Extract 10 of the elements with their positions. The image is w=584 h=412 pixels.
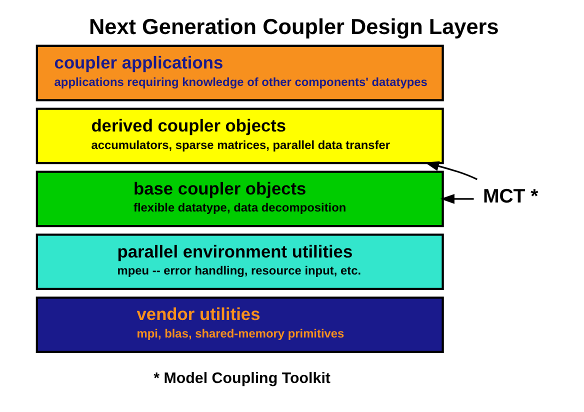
label: * Model Coupling Toolkit — [153, 370, 330, 387]
diagram-title: Next Generation Coupler Design Layers — [88, 13, 498, 38]
node-box: parallel environment utilities mpeu -- error handling, resource input, etc. — [35, 233, 444, 290]
node-box: coupler applications applications requiring knowledge of other components' datatypes — [35, 44, 444, 101]
arrow — [440, 193, 474, 204]
arrow — [424, 160, 478, 180]
node-box: base coupler objects flexible datatype, data decomposition — [35, 170, 444, 227]
node-text: MCT * — [482, 185, 538, 208]
node-box: derived coupler objects accumulators, sparse matrices, parallel data transfer — [35, 107, 444, 164]
node-box: vendor utilities mpi, blas, shared-memory primitives — [35, 296, 444, 352]
